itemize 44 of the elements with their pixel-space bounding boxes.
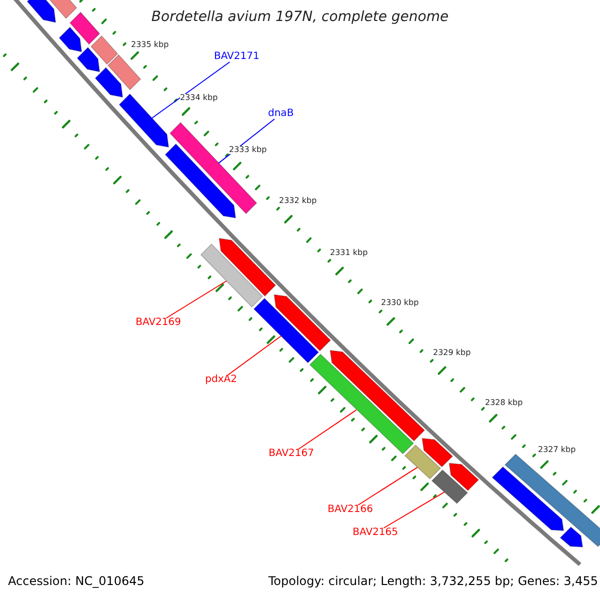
gene-feature bbox=[58, 26, 82, 52]
gene-feature bbox=[422, 438, 454, 468]
gene-feature bbox=[200, 244, 264, 308]
footer-text: Topology: circular; Length: 3,732,255 bp; Genes: 3,455 bbox=[268, 575, 598, 587]
gene-feature bbox=[118, 93, 170, 148]
gene-feature bbox=[448, 462, 480, 492]
gene-feature bbox=[253, 298, 320, 364]
title: Bordetella avium 197N, complete genome bbox=[150, 10, 450, 24]
gene-feature bbox=[330, 350, 426, 442]
gene-feature bbox=[431, 469, 468, 504]
gene-label: pdxA2 bbox=[205, 375, 237, 385]
leader-line bbox=[166, 280, 227, 318]
scale-label: 2334 kbp bbox=[180, 94, 218, 102]
gene-feature bbox=[492, 466, 564, 532]
gene-feature bbox=[218, 238, 276, 297]
gene-feature bbox=[26, 0, 56, 23]
scale-label: 2332 kbp bbox=[279, 197, 317, 205]
gene-feature bbox=[94, 67, 124, 98]
footer-text: Accession: NC_010645 bbox=[8, 575, 144, 587]
leader-line bbox=[383, 492, 445, 528]
leader-line bbox=[358, 466, 418, 506]
scale-label: 2335 kbp bbox=[131, 41, 169, 49]
scale-label: 2333 kbp bbox=[229, 146, 267, 154]
gene-feature bbox=[76, 46, 100, 72]
gene-feature bbox=[274, 294, 332, 352]
scale-label: 2330 kbp bbox=[381, 299, 419, 307]
gene-feature bbox=[504, 454, 600, 548]
gene-label: dnaB bbox=[268, 109, 294, 119]
gene-feature bbox=[90, 35, 118, 65]
scale-label: 2328 kbp bbox=[485, 399, 523, 407]
gene-label: BAV2169 bbox=[136, 318, 181, 328]
gene-label: BAV2165 bbox=[352, 528, 398, 538]
gene-feature bbox=[404, 444, 442, 480]
scale-label: 2329 kbp bbox=[433, 349, 471, 357]
gene-feature bbox=[69, 12, 100, 45]
scale-label: 2331 kbp bbox=[330, 249, 368, 257]
gene-feature bbox=[560, 526, 584, 548]
gene-label: BAV2171 bbox=[214, 52, 260, 62]
scale-label: 2327 kbp bbox=[538, 446, 576, 454]
leader-line bbox=[151, 62, 230, 119]
gene-label: BAV2166 bbox=[328, 505, 373, 515]
gene-feature bbox=[107, 54, 142, 90]
leader-line bbox=[227, 336, 282, 376]
gene-label: BAV2167 bbox=[268, 449, 314, 459]
